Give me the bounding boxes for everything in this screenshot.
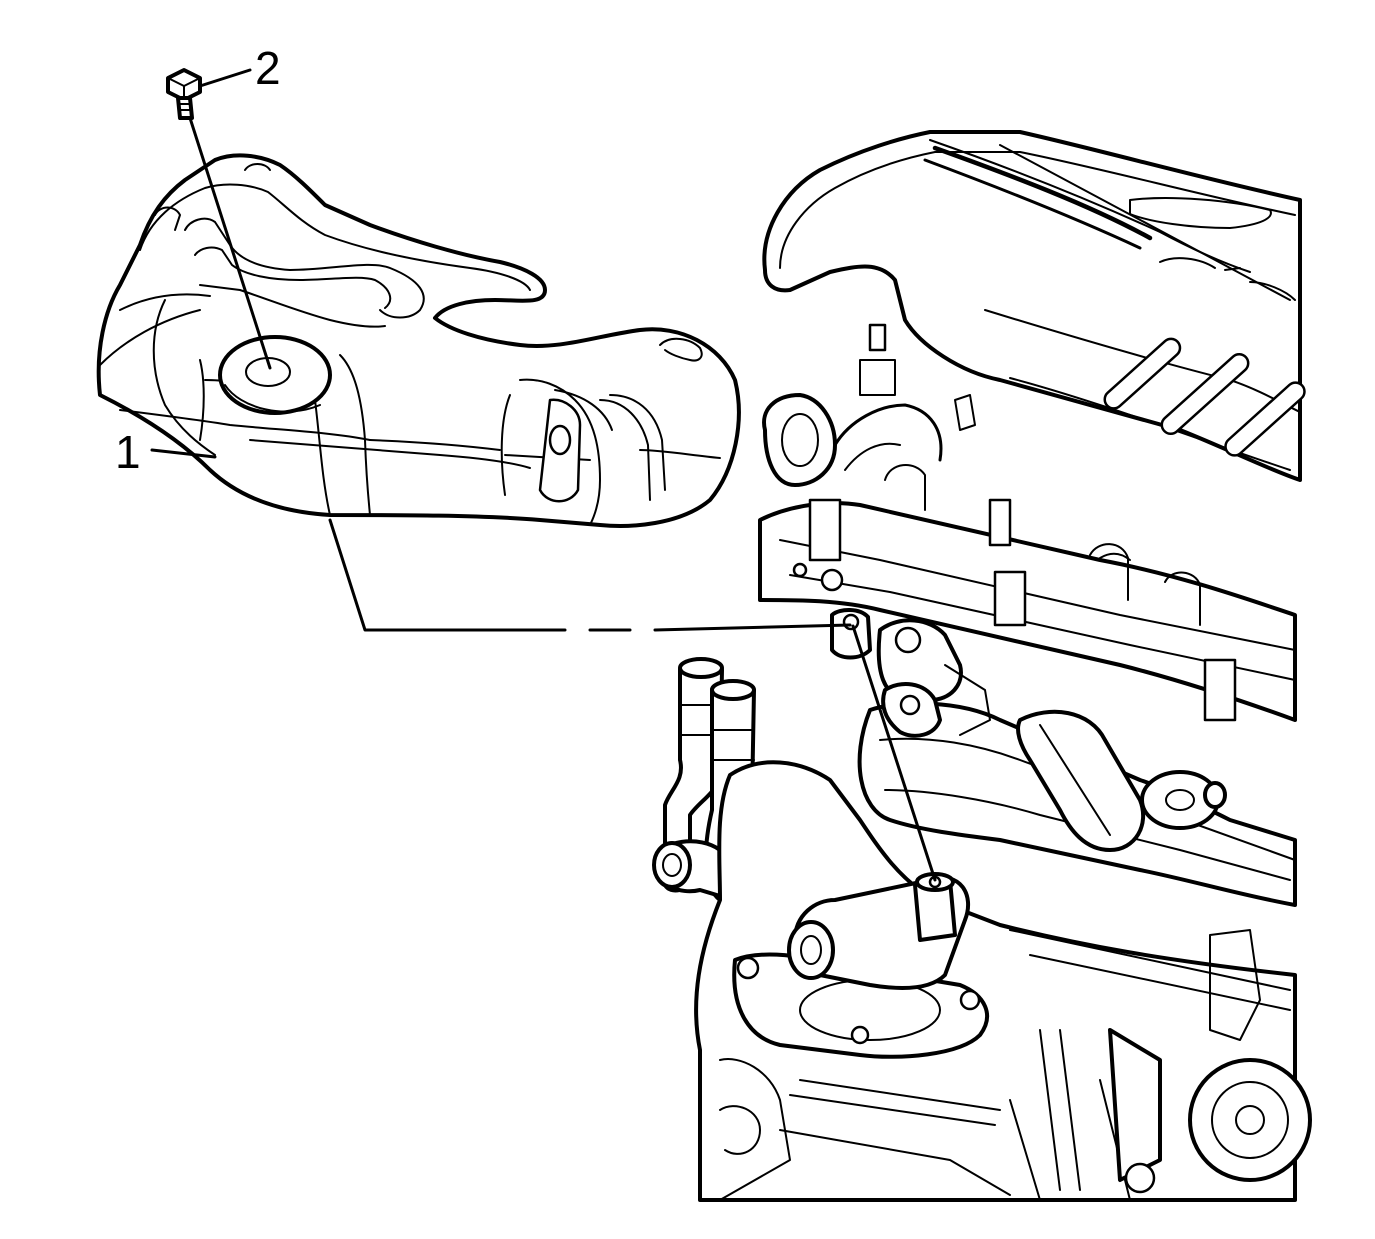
shield-alignment-line-b <box>653 623 852 632</box>
engine-cover <box>762 130 1306 482</box>
exhaust-manifold-heat-shield <box>96 153 741 528</box>
stud-alignment-line <box>851 624 937 882</box>
lower-mounting-stud <box>913 872 957 942</box>
shield-alignment-line-a <box>328 518 567 632</box>
callout-1-label: 1 <box>115 426 141 478</box>
assembly-lines <box>150 68 937 882</box>
callout-2-leader <box>198 68 252 88</box>
exhaust-manifold <box>857 618 1297 907</box>
bolt-alignment-line <box>188 116 272 370</box>
callout-2-label: 2 <box>255 42 281 94</box>
engine-assembly <box>652 130 1312 1202</box>
fuel-rail <box>758 464 1297 722</box>
heat-shield-bolt <box>166 68 202 120</box>
callout-1-leader <box>150 448 217 459</box>
engine-block-lower <box>694 760 1312 1202</box>
upper-mounting-stud <box>830 608 872 660</box>
intake-assembly <box>762 323 976 487</box>
